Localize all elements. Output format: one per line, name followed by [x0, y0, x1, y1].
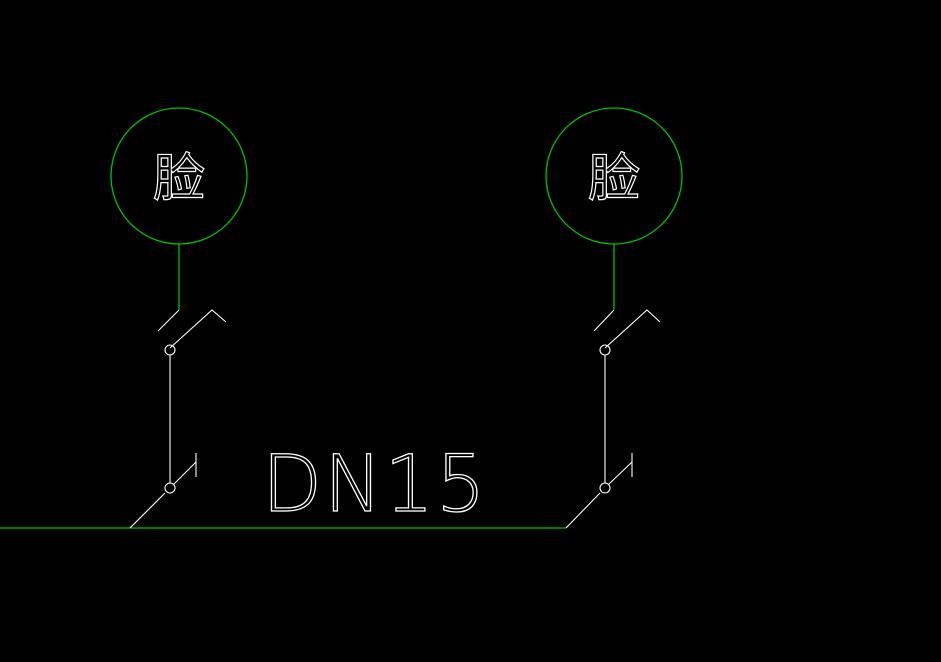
fixture-2-lower-valve	[565, 453, 633, 529]
fixture-2-label: 脸	[588, 149, 640, 209]
fixture-1: 脸	[110, 107, 248, 529]
fixture-2: 脸	[545, 107, 683, 529]
pipe-size-label: DN15	[262, 440, 488, 530]
fixture-1-label: 脸	[153, 149, 205, 209]
fixture-1-lower-valve	[129, 453, 197, 529]
fixture-2-upper-valve	[593, 309, 661, 356]
fixture-1-upper-valve	[157, 309, 227, 356]
